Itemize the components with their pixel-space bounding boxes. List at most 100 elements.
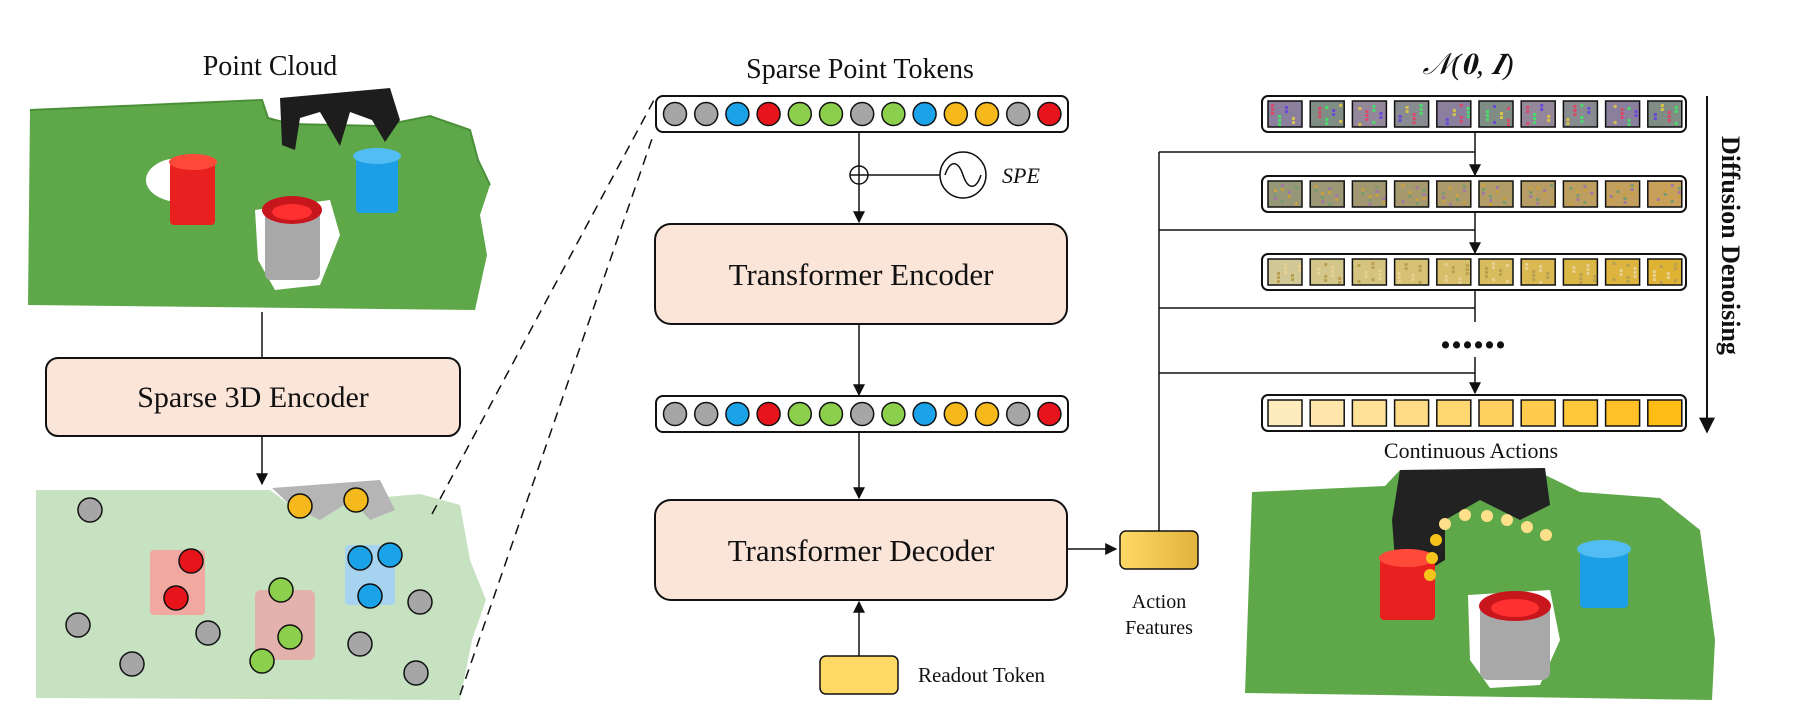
token-green [881,401,906,427]
continuous-actions-label: Continuous Actions [1384,438,1558,463]
token-gray [1005,401,1031,427]
transformer-decoder-label: Transformer Decoder [728,533,995,568]
token-red [756,101,781,127]
readout-token-label: Readout Token [918,663,1046,687]
noise-square [1351,180,1388,208]
spe-label: SPE [1002,163,1040,188]
token-yellow [943,401,969,427]
token-gray [849,401,875,427]
noise-square [1309,180,1345,208]
trajectory-point [1426,552,1438,564]
transformer-decoder-block [654,499,1068,601]
action-square [1478,399,1514,427]
token-blue [725,401,750,427]
trajectory-point [1424,569,1436,581]
point-cloud-image [28,88,491,310]
red-cup [170,160,215,225]
token-blue [912,401,937,427]
sparse-point-gray [407,589,433,615]
action-square [1562,399,1599,427]
noise-square [1393,100,1430,128]
sparse-point-yellow [343,487,369,513]
token-blue [725,101,750,127]
action-square [1520,399,1556,427]
transformer-encoder-label: Transformer Encoder [729,257,995,292]
sparse-point-green [249,648,275,674]
trajectory-point [1521,521,1533,533]
token-red [756,401,781,427]
token-gray [693,401,719,427]
diffusion-denoising-label: Diffusion Denoising [1716,136,1745,355]
trajectory-point [1439,518,1451,530]
noise-square [1520,100,1556,128]
token-green [818,401,844,427]
trajectory-point [1501,514,1513,526]
token-gray [1005,101,1031,127]
sparse-point-yellow [287,493,313,519]
sparse-point-gray [195,620,221,646]
action-square [1604,399,1641,427]
action-square [1351,399,1388,427]
token-yellow [974,401,1000,427]
sparse-point-red [163,585,189,611]
sparse-point-blue [377,542,403,568]
sparse-point-red [178,548,204,574]
token-red [1037,401,1062,427]
token-green [787,101,813,127]
transformer-encoder-block [654,223,1068,325]
readout-token [819,655,899,695]
sparse-point-gray [119,651,145,677]
action-square [1647,399,1683,427]
sparse-3d-encoder-label: Sparse 3D Encoder [137,381,369,414]
action-features-label-2: Features [1125,617,1193,639]
token-green [818,101,844,127]
sparse-tokens-title: Sparse Point Tokens [746,54,974,85]
noise-square [1267,180,1303,208]
token-yellow [943,101,969,127]
sparse-point-gray [347,631,373,657]
action-square [1267,399,1303,427]
action-features-label-1: Action [1132,591,1186,613]
token-green [787,401,813,427]
action-square [1393,399,1430,427]
tokens-top [662,101,1062,127]
denoise-rows [1261,95,1687,432]
sparse-point-blue [347,545,373,571]
token-yellow [974,101,1000,127]
sparse-point-green [277,624,303,650]
token-gray [693,101,719,127]
trajectory-point [1540,529,1552,541]
trajectory-point [1459,509,1471,521]
token-gray [849,101,875,127]
action-square [1436,399,1472,427]
sparse-3d-encoder-block [45,357,461,437]
noise-distribution-title: 𝒩(𝟎, 𝑰) [1422,48,1513,81]
trajectory-point [1430,534,1442,546]
token-gray [662,401,688,427]
blue-cup [356,155,398,213]
condition-lines [1158,151,1475,531]
action-square [1309,399,1345,427]
ellipsis: ...... [1440,309,1506,358]
token-gray [662,101,688,127]
noise-square [1604,180,1641,208]
zoom-line-upper [431,99,655,515]
sparse-point-blue [357,583,383,609]
action-trajectory [1424,509,1552,581]
sparse-point-gray [403,660,429,686]
token-blue [912,101,937,127]
point-cloud-title: Point Cloud [203,51,338,82]
noise-square [1520,258,1556,286]
sparse-point-green [268,577,294,603]
token-red [1037,101,1062,127]
action-features-token [1119,530,1199,570]
token-green [881,101,906,127]
sparse-point-gray [65,612,91,638]
sparse-point-gray [77,497,103,523]
noise-square [1562,258,1599,286]
sparse-points [65,487,433,686]
tokens-mid [662,401,1062,427]
zoom-line-lower [459,132,655,696]
trajectory-point [1481,510,1493,522]
